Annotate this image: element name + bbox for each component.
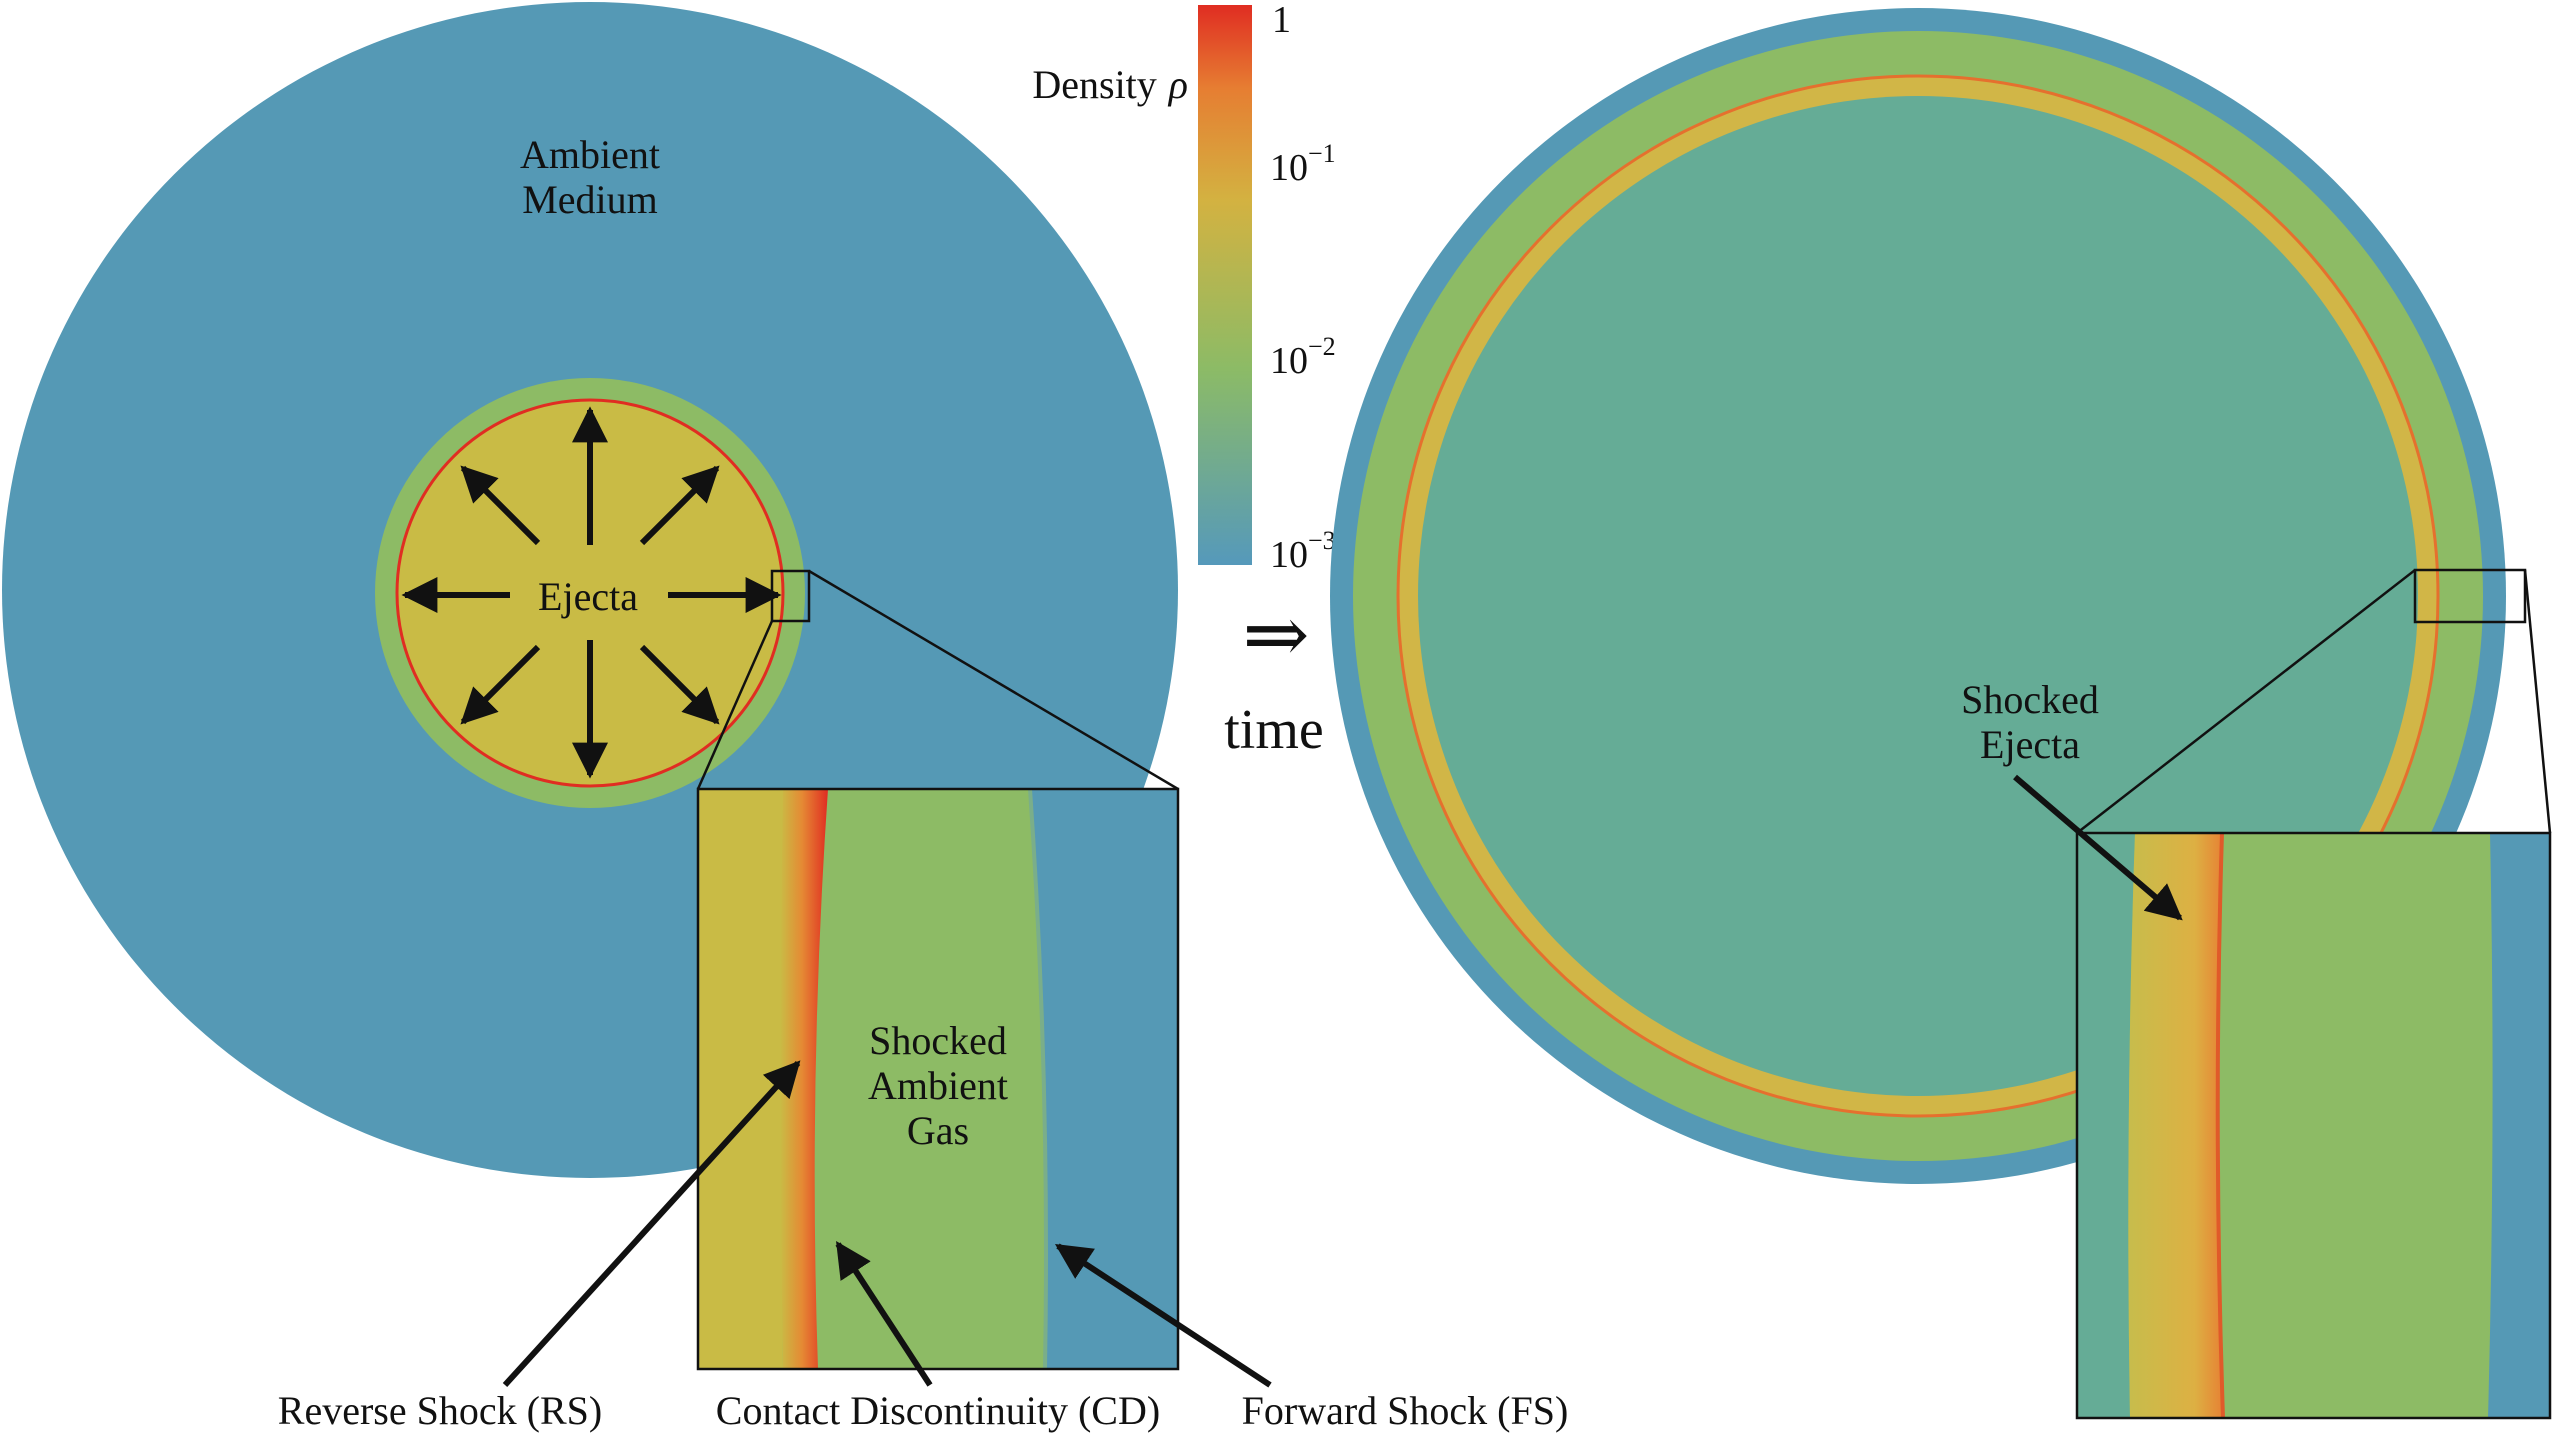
shocked-ejecta-pointer bbox=[2013, 774, 2183, 921]
arrow-up-right bbox=[639, 465, 720, 546]
shocked-ejecta-label-line1: Shocked bbox=[1961, 677, 2099, 722]
shock-pointers bbox=[502, 1060, 1272, 1388]
forward-shock-label: Forward Shock (FS) bbox=[1242, 1388, 1569, 1433]
inset-reverse-shock-band bbox=[780, 789, 828, 1369]
ejecta-label: Ejecta bbox=[538, 574, 638, 619]
colorbar-tick-0.001: 10−3 bbox=[1270, 526, 1336, 576]
inset-right bbox=[2077, 833, 2550, 1418]
colorbar-tick-0.1: 10−1 bbox=[1270, 139, 1336, 189]
arrow-up-left bbox=[460, 465, 541, 546]
inset-ambient-region bbox=[1030, 789, 1178, 1369]
zoom-connector-right-a bbox=[2076, 569, 2416, 834]
fs-pointer bbox=[1054, 1243, 1272, 1388]
implies-arrow: ⇒ bbox=[1242, 592, 1309, 680]
inset-left-frame bbox=[696, 787, 1180, 1371]
inset-right-shocked-ejecta-band bbox=[2128, 833, 2223, 1418]
colorbar-title-text: Density bbox=[1032, 62, 1156, 107]
late-contact-line bbox=[1396, 74, 2440, 1118]
cd-pointer bbox=[835, 1240, 933, 1387]
left-panel: Ambient Medium Ejecta Shocked Ambient bbox=[2, 2, 1180, 1371]
zoom-box-left bbox=[770, 569, 811, 623]
zoom-connector-left-b bbox=[808, 569, 1179, 791]
colorbar-title-symbol: ρ bbox=[1167, 62, 1188, 107]
shocked-ejecta-label-line2: Ejecta bbox=[1980, 722, 2080, 767]
right-panel: Shocked Ejecta bbox=[1330, 8, 2552, 1420]
rs-pointer bbox=[502, 1060, 801, 1388]
arrow-down-right bbox=[639, 644, 720, 725]
inset-label-line1: Shocked bbox=[869, 1018, 1007, 1063]
colorbar-tick-0.01: 10−2 bbox=[1270, 332, 1336, 382]
time-transition: ⇒ time bbox=[1224, 592, 1324, 761]
inset-right-frame bbox=[2075, 831, 2552, 1420]
contact-discontinuity-label: Contact Discontinuity (CD) bbox=[716, 1388, 1160, 1433]
inset-label-line2: Ambient bbox=[868, 1063, 1008, 1108]
inset-ejecta-region bbox=[698, 789, 808, 1369]
zoom-connector-right-b bbox=[2523, 569, 2552, 834]
expansion-arrows bbox=[401, 406, 782, 779]
zoom-box-right bbox=[2413, 568, 2527, 624]
inset-right-ejecta-region bbox=[2077, 833, 2135, 1418]
reverse-shock-ring bbox=[395, 398, 785, 788]
inset-right-ambient-region bbox=[2488, 833, 2550, 1418]
time-label: time bbox=[1224, 699, 1324, 761]
colorbar-tick-1: 1 bbox=[1272, 0, 1291, 41]
ambient-label-line2: Medium bbox=[522, 177, 658, 222]
reverse-shock-label: Reverse Shock (RS) bbox=[278, 1388, 602, 1433]
ambient-label-line1: Ambient bbox=[520, 132, 660, 177]
arrow-down-left bbox=[460, 644, 541, 725]
colorbar-gradient bbox=[1198, 5, 1252, 565]
zoom-connector-left-a bbox=[696, 620, 774, 790]
inset-label-line3: Gas bbox=[907, 1108, 969, 1153]
